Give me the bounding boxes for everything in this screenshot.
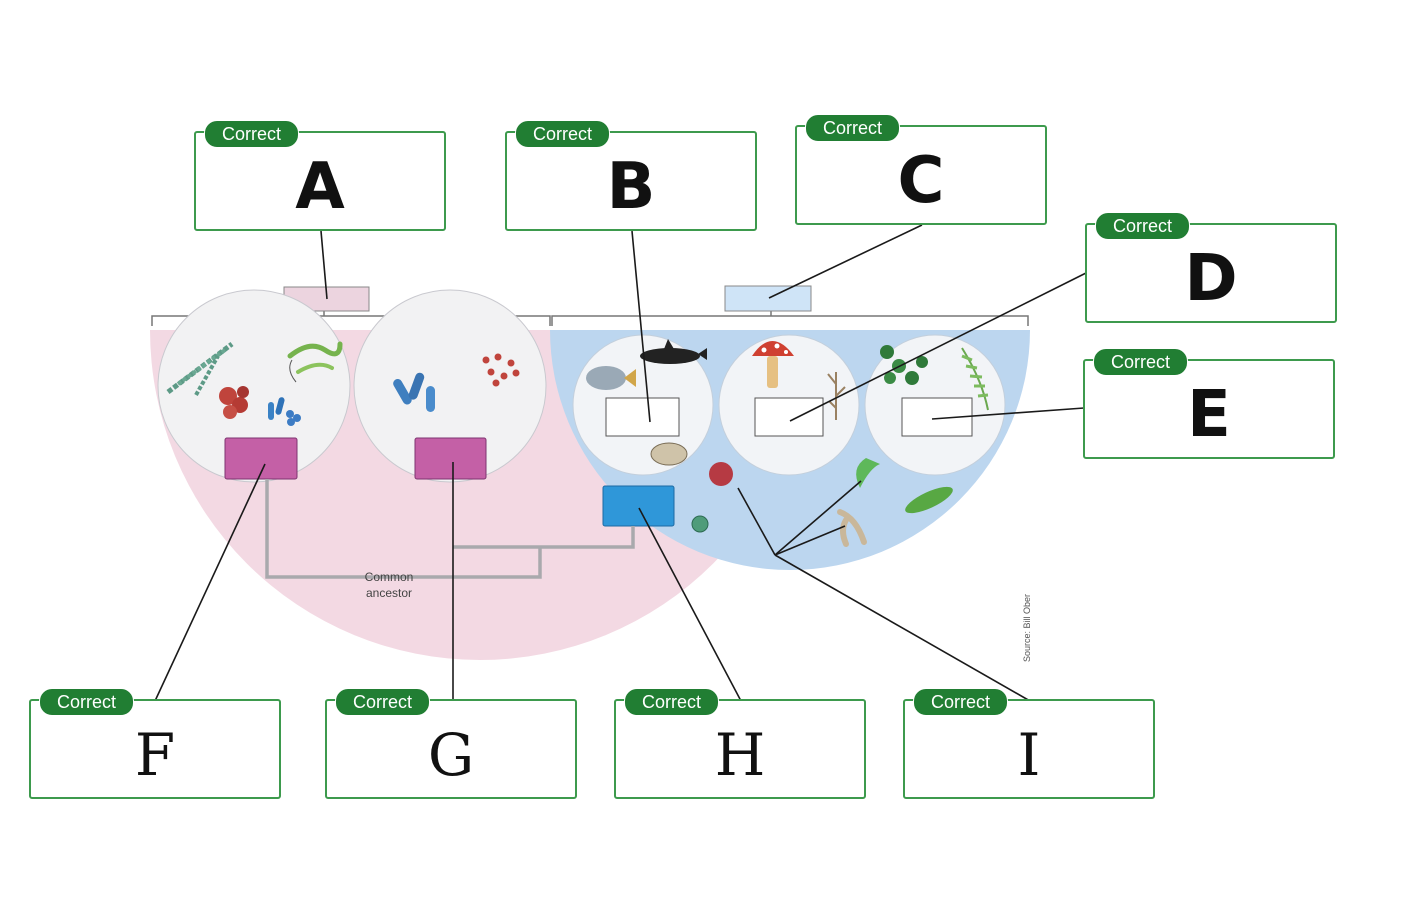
domain-label-slot-h xyxy=(602,485,675,527)
domain-label-slot-g xyxy=(414,437,487,480)
answer-value: A xyxy=(295,150,345,224)
answer-value: I xyxy=(1017,721,1041,789)
answer-value: G xyxy=(427,721,475,789)
bacteria-illustrations xyxy=(166,341,343,426)
leader-lines xyxy=(154,224,1087,702)
answer-box-c[interactable]: Correct C xyxy=(795,114,1047,225)
phylogeny-branches xyxy=(265,479,635,579)
eukaryote-bracket xyxy=(551,311,1029,326)
answer-box-f[interactable]: Correct F xyxy=(29,688,281,799)
answer-value: F xyxy=(134,721,176,789)
animals-illustrations xyxy=(586,339,707,466)
domain-label-slot-c xyxy=(724,285,812,312)
answer-box-a[interactable]: Correct A xyxy=(194,120,446,231)
correct-badge: Correct xyxy=(515,120,611,148)
answer-value: D xyxy=(1184,242,1238,316)
answer-value: C xyxy=(897,144,945,218)
correct-badge: Correct xyxy=(913,688,1009,716)
domain-label-slot-f xyxy=(224,437,298,480)
correct-badge: Correct xyxy=(335,688,431,716)
correct-badge: Correct xyxy=(805,114,901,142)
correct-badge: Correct xyxy=(1093,348,1189,376)
common-ancestor-caption-line1: Common xyxy=(365,570,414,584)
source-credit: Source: Bill Ober xyxy=(1022,594,1032,662)
answer-value: B xyxy=(606,150,656,224)
answer-box-d[interactable]: Correct D xyxy=(1085,212,1337,323)
answer-box-e[interactable]: Correct E xyxy=(1083,348,1335,459)
answer-box-i[interactable]: Correct I xyxy=(903,688,1155,799)
archaea-circle xyxy=(353,289,547,483)
kingdom-label-slot-d xyxy=(754,397,824,437)
answer-box-h[interactable]: Correct H xyxy=(614,688,866,799)
bacteria-circle xyxy=(157,289,351,483)
common-ancestor-caption-line2: ancestor xyxy=(366,586,412,600)
answer-box-g[interactable]: Correct G xyxy=(325,688,577,799)
archaea-illustrations xyxy=(393,353,520,412)
protists-illustrations xyxy=(691,458,953,547)
correct-badge: Correct xyxy=(624,688,720,716)
answer-value: E xyxy=(1187,378,1231,452)
answer-value: H xyxy=(714,721,766,789)
correct-badge: Correct xyxy=(39,688,135,716)
kingdom-label-slot-b xyxy=(605,397,680,437)
plants-illustrations xyxy=(880,345,989,411)
prokaryote-bracket xyxy=(151,311,551,326)
correct-badge: Correct xyxy=(204,120,300,148)
answer-box-b[interactable]: Correct B xyxy=(505,120,757,231)
correct-badge: Correct xyxy=(1095,212,1191,240)
fungi-illustrations xyxy=(752,341,846,420)
